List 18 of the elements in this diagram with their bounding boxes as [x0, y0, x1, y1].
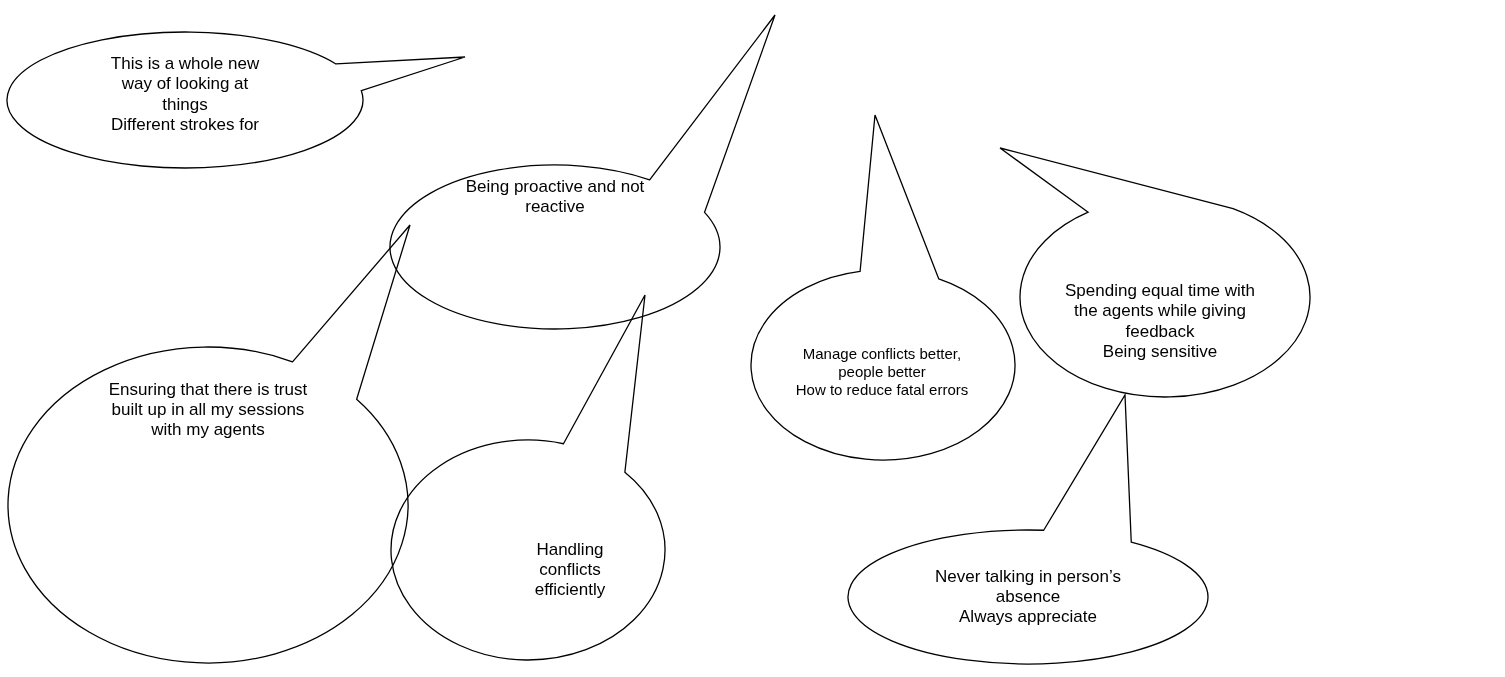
speech-bubble [749, 113, 1017, 462]
bubble-text: Never talking in person’s absence [934, 566, 1122, 608]
speech-bubble [998, 146, 1312, 399]
bubble-text: Spending equal time with the agents while giving feedback [1064, 281, 1256, 343]
bubble-text: Different strokes for [110, 115, 260, 136]
speech-bubble [5, 30, 467, 170]
bubble-text: Always appreciate [958, 607, 1098, 628]
bubble-text: This is a whole new way of looking at things [109, 54, 261, 116]
speech-bubble [389, 293, 667, 662]
speech-bubble [388, 13, 777, 331]
bubble-text: Being proactive and not reactive [464, 176, 646, 218]
bubble-text: How to reduce fatal errors [794, 381, 970, 399]
speech-bubble [6, 223, 412, 665]
bubble-text: Manage conflicts better, people better [801, 345, 963, 381]
speech-bubble [846, 393, 1210, 666]
bubble-text: Being sensitive [1101, 342, 1219, 363]
bubble-text: Ensuring that there is trust built up in all my sessions with my agents [107, 379, 309, 441]
bubble-text: Handling conflicts efficiently [533, 539, 607, 601]
